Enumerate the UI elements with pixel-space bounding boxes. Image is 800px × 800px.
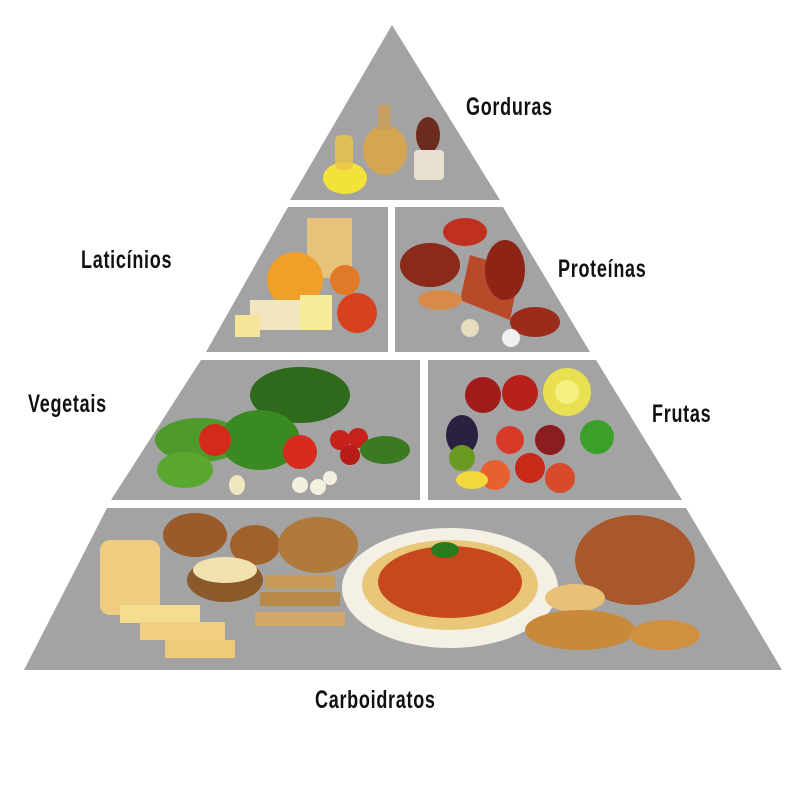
label-proteins: Proteínas bbox=[558, 255, 647, 283]
proteins-food-image bbox=[400, 218, 560, 347]
label-carbs: Carboidratos bbox=[315, 686, 436, 714]
fruits-food-image bbox=[446, 368, 614, 493]
label-fats: Gorduras bbox=[466, 93, 553, 121]
vegetables-food-image bbox=[155, 367, 410, 495]
label-fruits: Frutas bbox=[652, 400, 712, 428]
label-vegetables: Vegetais bbox=[28, 390, 107, 418]
carbs-food-image bbox=[100, 513, 700, 658]
dairy-food-image bbox=[235, 218, 377, 337]
fats-food-image bbox=[323, 105, 444, 194]
label-dairy: Laticínios bbox=[81, 246, 173, 274]
